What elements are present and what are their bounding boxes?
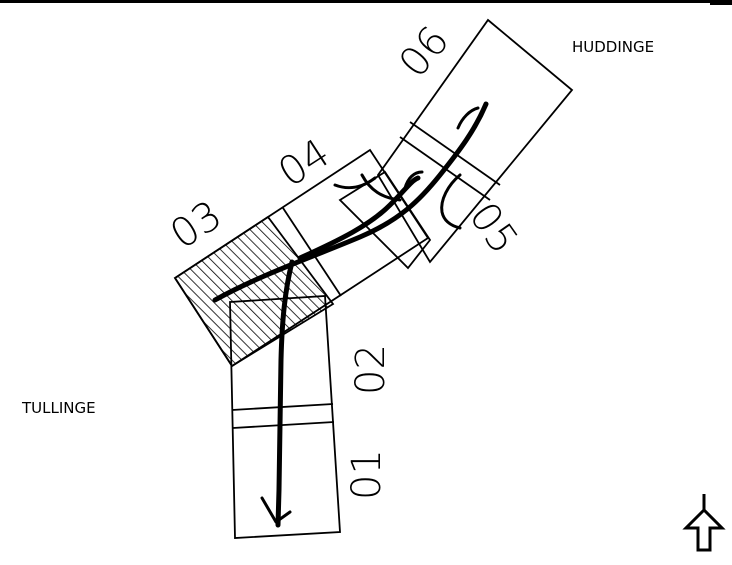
switch-curve-c <box>403 170 424 190</box>
north-arrow-icon <box>682 494 726 552</box>
track-end-marker <box>260 496 292 524</box>
section-label-05: 05 <box>460 194 527 262</box>
upper-branch-line <box>297 175 421 261</box>
section-label-04: 04 <box>270 130 338 196</box>
label-huddinge: HUDDINGE <box>572 38 654 56</box>
section-05-06-outline <box>376 18 574 264</box>
branch-track-line <box>275 259 295 528</box>
label-tullinge: TULLINGE <box>21 399 96 417</box>
switch-curve-a <box>333 176 377 190</box>
top-border-line <box>0 0 732 3</box>
top-border-tick <box>710 3 732 5</box>
switch-curve-d <box>440 173 462 230</box>
section-label-01: 01 <box>344 449 390 500</box>
section-01-02-divider-b <box>232 421 335 429</box>
switch-curve-b <box>360 173 402 202</box>
section-label-02: 02 <box>348 344 394 395</box>
switch-curve-e <box>456 106 480 130</box>
main-track-line <box>212 101 489 303</box>
